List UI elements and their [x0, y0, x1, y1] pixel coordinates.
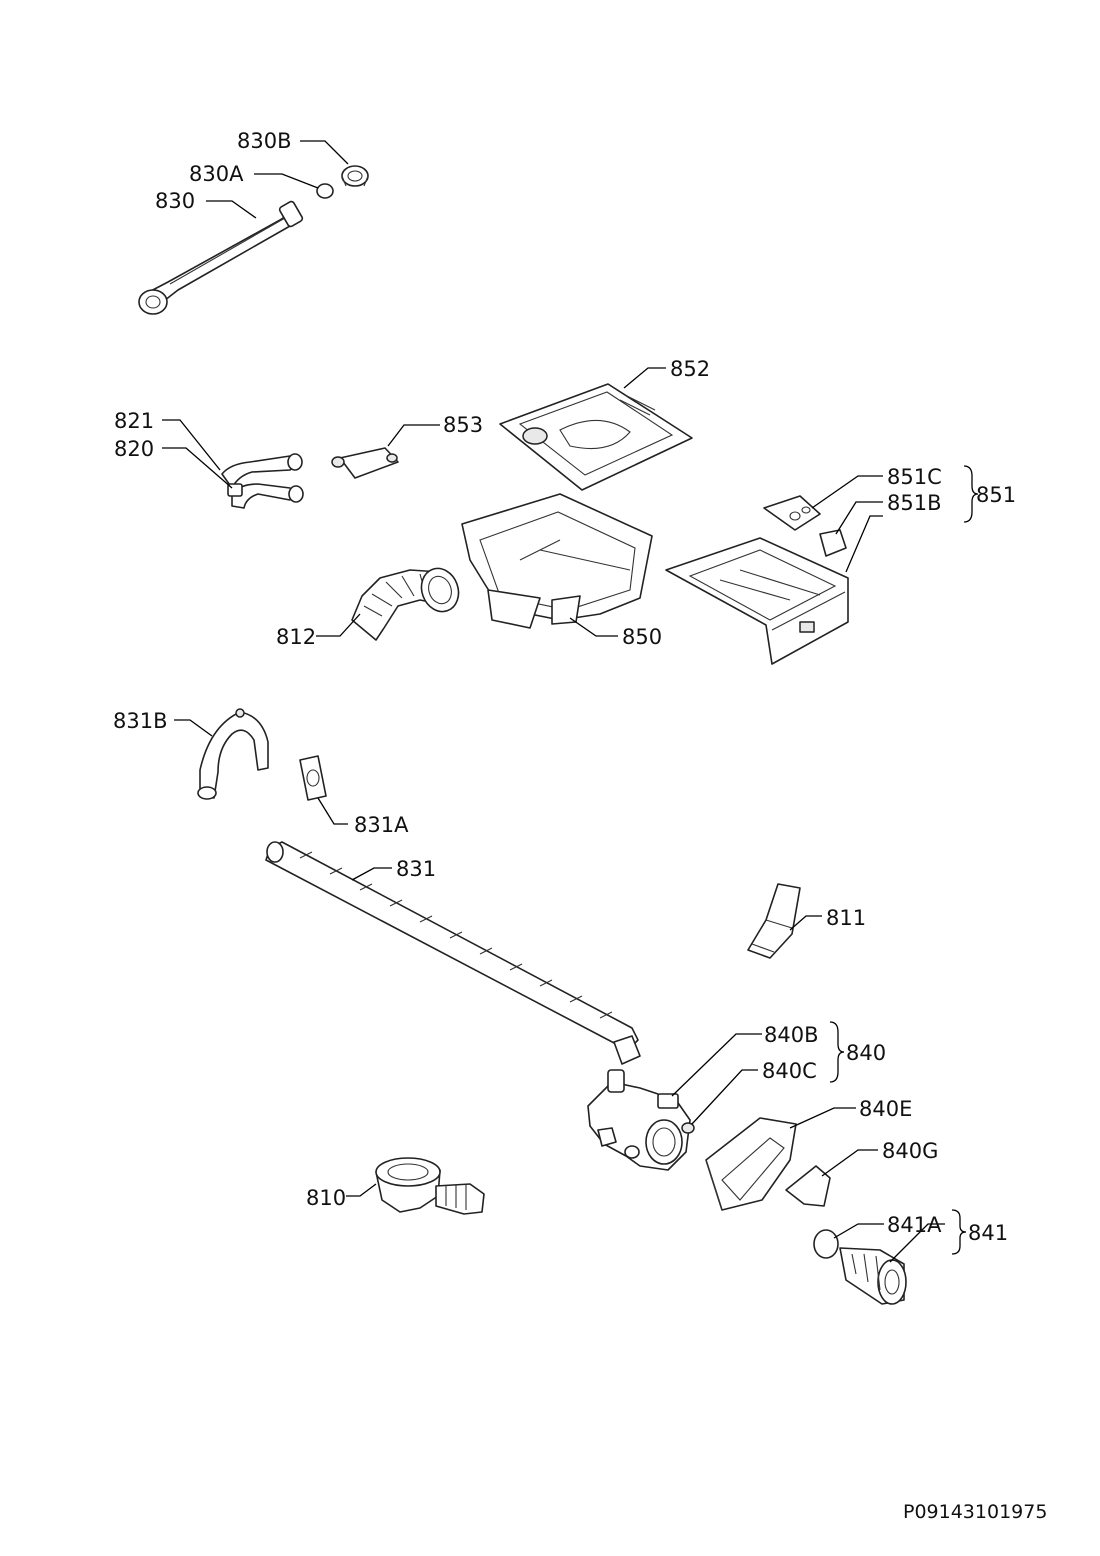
part-810-sump-hose — [375, 1157, 485, 1215]
part-840G-flap — [785, 1165, 831, 1207]
part-840C-nut — [681, 1122, 695, 1134]
label-830B: 830B — [237, 129, 292, 153]
label-840: 840 — [846, 1041, 886, 1065]
part-841A-seal — [813, 1229, 839, 1259]
label-821: 821 — [114, 409, 154, 433]
label-830A: 830A — [189, 162, 244, 186]
label-811: 811 — [826, 906, 866, 930]
leader-lines — [162, 140, 945, 1263]
part-830B-filter — [341, 165, 369, 187]
label-810: 810 — [306, 1186, 346, 1210]
part-812-bellows-hose — [351, 567, 460, 641]
label-831B: 831B — [113, 709, 168, 733]
label-812: 812 — [276, 625, 316, 649]
part-840B-cap — [657, 1093, 679, 1109]
part-820-hose — [227, 483, 304, 509]
label-820: 820 — [114, 437, 154, 461]
part-831B-hose-bend — [197, 708, 269, 800]
label-851: 851 — [976, 483, 1016, 507]
label-850: 850 — [622, 625, 662, 649]
part-853-valve — [331, 447, 399, 479]
part-840-drain-pump — [587, 1069, 691, 1171]
part-811-hose-connector — [747, 883, 801, 959]
part-851B-siphon — [819, 529, 847, 557]
label-851C: 851C — [887, 465, 942, 489]
part-831-drain-hose — [265, 841, 641, 1065]
part-830-inlet-hose — [138, 200, 304, 315]
part-850-dispenser-housing — [461, 493, 653, 629]
label-853: 853 — [443, 413, 483, 437]
part-830A-seal — [316, 183, 334, 199]
group-braces — [829, 465, 979, 1255]
part-831A-clip — [299, 755, 327, 801]
label-841: 841 — [968, 1221, 1008, 1245]
label-830: 830 — [155, 189, 195, 213]
part-841-pump-filter — [839, 1247, 907, 1305]
document-code: P09143101975 — [903, 1501, 1047, 1523]
label-840B: 840B — [764, 1023, 819, 1047]
label-840G: 840G — [882, 1139, 938, 1163]
label-831: 831 — [396, 857, 436, 881]
part-851-drawer — [665, 537, 849, 665]
part-852-dispenser-lid — [499, 383, 693, 491]
label-840E: 840E — [859, 1097, 912, 1121]
part-851C-cover — [763, 495, 821, 531]
label-831A: 831A — [354, 813, 409, 837]
part-840E-pump-cover — [705, 1117, 797, 1211]
label-852: 852 — [670, 357, 710, 381]
part-821-hose — [221, 453, 303, 489]
label-851B: 851B — [887, 491, 942, 515]
label-840C: 840C — [762, 1059, 817, 1083]
label-841A: 841A — [887, 1213, 942, 1237]
